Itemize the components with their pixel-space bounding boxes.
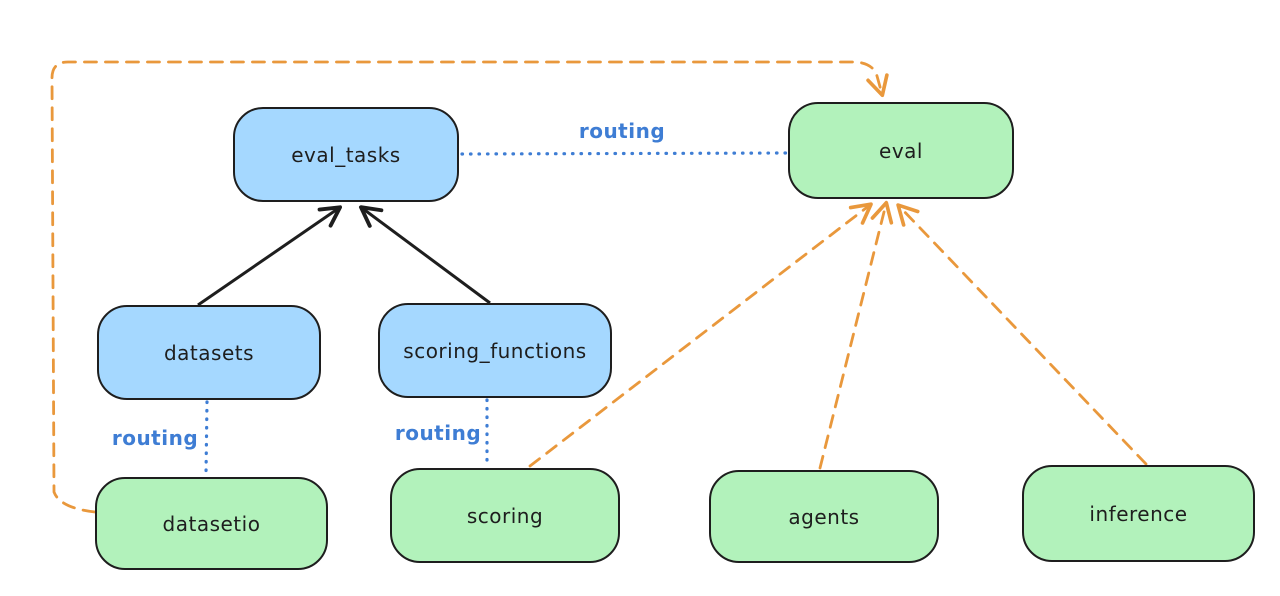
- node-label-inference: inference: [1089, 501, 1188, 526]
- node-datasetio: datasetio: [95, 477, 328, 570]
- edge-agents-to-eval: [818, 200, 894, 470]
- node-inference: inference: [1022, 465, 1255, 562]
- edge-eval_tasks-to-eval-routing: [460, 151, 788, 156]
- node-eval: eval: [788, 102, 1014, 199]
- node-label-eval: eval: [879, 138, 923, 163]
- node-eval_tasks: eval_tasks: [233, 107, 459, 202]
- edge-datasets-to-eval_tasks: [197, 205, 343, 307]
- node-datasets: datasets: [97, 305, 321, 400]
- node-label-datasets: datasets: [163, 340, 255, 365]
- node-label-eval_tasks: eval_tasks: [291, 142, 401, 167]
- node-label-agents: agents: [788, 504, 860, 529]
- node-label-scoring: scoring: [466, 503, 544, 528]
- edge-inference-to-eval: [896, 203, 1148, 466]
- edge-label-routing-datasets-datasetio: routing: [111, 426, 199, 450]
- node-label-scoring_functions: scoring_functions: [403, 338, 587, 363]
- node-scoring: scoring: [390, 468, 620, 563]
- edge-scoring_functions-to-eval_tasks: [359, 205, 491, 305]
- node-scoring_functions: scoring_functions: [378, 303, 612, 398]
- node-agents: agents: [709, 470, 939, 563]
- edge-label-routing-eval_tasks-eval: routing: [578, 119, 666, 143]
- edge-label-routing-scoring_functions-scoring: routing: [394, 421, 482, 445]
- node-label-datasetio: datasetio: [162, 511, 261, 536]
- edge-datasets-to-datasetio-routing: [204, 400, 209, 476]
